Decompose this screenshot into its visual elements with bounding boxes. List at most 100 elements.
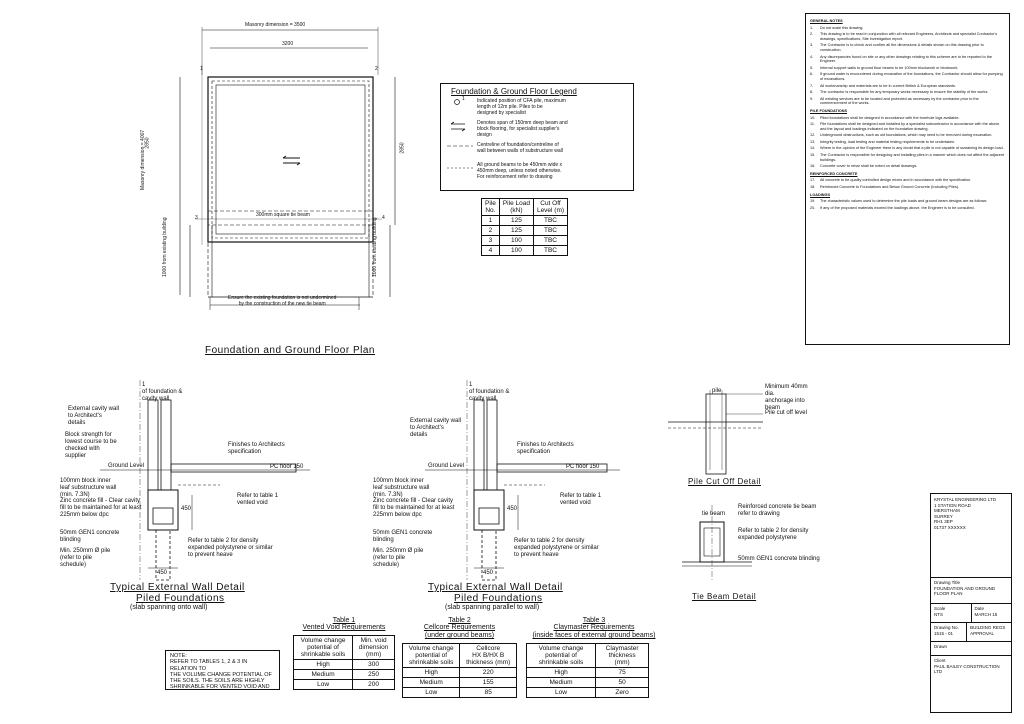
drawing-no-label: Drawing No.: [934, 625, 959, 630]
wl-refer2: Refer to table 2 for density expanded po…: [188, 538, 273, 558]
note-item: 10.Piled foundations shall be designed i…: [810, 115, 960, 120]
wl-finishes: Finishes to Architects specification: [228, 442, 285, 455]
wm-gen1: 50mm GEN1 concrete blinding: [373, 530, 433, 543]
note-item: 2.This drawing is to be read in conjunct…: [810, 32, 998, 41]
pile-cutoff-detail: pile Minimum 40mm dia. anchorage into be…: [668, 380, 808, 495]
table2-header-cellcore: Cellcore HX B/HX B thickness (mm): [459, 643, 517, 668]
legend-item-pile: Indicated position of CFA pile, maximum …: [477, 98, 566, 116]
table2-header-soil: Volume change potential of shrinkable so…: [401, 643, 461, 668]
pile-table-header-no: Pile No.: [481, 198, 500, 216]
wm-sub2: (slab spanning parallel to wall): [445, 604, 540, 611]
wm-fill: Zinc concrete fill - Clear cavity fill t…: [373, 498, 455, 518]
plan-title: Foundation and Ground Floor Plan: [205, 345, 375, 356]
cell: TBC: [532, 235, 569, 246]
client-label: Client: [934, 658, 946, 663]
table3-header-soil: Volume change potential of shrinkable so…: [525, 643, 597, 668]
pile-notes-heading: PILE FOUNDATIONS: [810, 108, 848, 113]
cell: Low: [525, 687, 597, 698]
tie-beam-label-1: Reinforced concrete tie beam refer to dr…: [738, 504, 817, 517]
tie-beam-title: Tie Beam Detail: [692, 592, 757, 601]
cell: Medium: [292, 669, 354, 680]
cell: 200: [352, 679, 395, 690]
wl-refer: Refer to table 1 vented void: [237, 493, 279, 506]
drawing-no-value: 1515 - 01: [934, 630, 954, 636]
table1-header-soil: Volume change potential of shrinkable so…: [292, 635, 354, 660]
cell: High: [401, 667, 461, 678]
cell: 100: [498, 235, 534, 246]
cell: High: [292, 659, 354, 670]
note-item: 7.All workmanship and materials are to b…: [810, 83, 956, 88]
note-item: 14.Where in the opinion of the Engineer …: [810, 146, 1004, 151]
cell: 220: [459, 667, 517, 678]
bottom-note: Ensure the existing foundation is not un…: [228, 295, 337, 307]
cell: 50: [595, 677, 650, 688]
plan-marker-3: 3: [195, 215, 198, 221]
pile-table-header-load: Pile Load (kN): [498, 198, 534, 216]
plan-marker-4: 4: [382, 215, 385, 221]
legend-marker: 1: [462, 96, 465, 102]
legend-title: Foundation & Ground Floor Legend: [451, 87, 577, 96]
wm-sub1: Piled Foundations: [454, 593, 543, 604]
note-item: 3.The Contractor is to check and confirm…: [810, 43, 984, 52]
note-item: 16.Concrete cover to rebar shall be note…: [810, 164, 918, 169]
pile-cutoff-title: Pile Cut Off Detail: [688, 477, 761, 486]
cell: Medium: [525, 677, 597, 688]
legend-item-span: Denotes span of 150mm deep beam and bloc…: [477, 120, 568, 138]
wl-d450a: 450: [181, 506, 192, 512]
cell: 1: [481, 215, 500, 226]
drawn-label: Drawn: [934, 644, 948, 649]
note-item: 1.Do not scale this drawing.: [810, 25, 864, 30]
drawing-title: FOUNDATION AND GROUND FLOOR PLAN: [934, 585, 996, 597]
tie-beam-label-3: 50mm GEN1 concrete blinding: [738, 556, 820, 562]
table1-block: Table 1 Vented Void Requirements Volume …: [292, 617, 395, 690]
wm-finishes: Finishes to Architects specification: [517, 442, 574, 455]
wm-d450a: 450: [507, 506, 518, 512]
cell: 155: [459, 677, 517, 688]
table1-subtitle: Vented Void Requirements: [302, 624, 386, 631]
cell: 75: [595, 667, 650, 678]
foundation-plan: Masonry dimension = 3500 3200 Masonry di…: [140, 15, 420, 365]
table3-block: Table 3 Claymaster Requirements (inside …: [524, 617, 664, 698]
note-item: 6.If ground water is encountered during …: [810, 72, 1003, 81]
wm-cavity: External cavity wall to Architect's deta…: [410, 418, 462, 438]
wm-pc: PC floor 150: [566, 464, 600, 470]
rc-notes-heading: REINFORCED CONCRETE: [810, 171, 858, 176]
scale-label: Scale: [934, 606, 946, 611]
pile-table: Pile No. Pile Load (kN) Cut Off Level (m…: [481, 198, 569, 256]
general-notes: GENERAL NOTES 1.Do not scale this drawin…: [805, 13, 1010, 345]
table2-subtitle: Cellcore Requirements (under ground beam…: [423, 624, 496, 639]
wm-inner: 100mm block inner leaf substructure wall…: [373, 478, 430, 498]
tie-beam-drawing: [682, 505, 752, 580]
table3-subtitle: Claymaster Requirements (inside faces of…: [532, 624, 656, 639]
legend-item-beams: All ground beams to be 450mm wide x 450m…: [477, 162, 563, 180]
note-item: 11.Pile foundations shall be designed an…: [810, 122, 1000, 131]
cell: 100: [498, 245, 534, 256]
cell: 4: [481, 245, 500, 256]
table2: Volume change potential of shrinkable so…: [401, 643, 517, 698]
table3-header-claymaster: Claymaster thickness (mm): [595, 643, 650, 668]
tie-beam-mark: tie beam: [702, 511, 726, 517]
wm-ground: Ground Level: [428, 463, 465, 469]
note-item: 5.Internal support walls to ground floor…: [810, 65, 959, 70]
wm-title: Typical External Wall Detail: [428, 582, 563, 593]
wl-fill: Zinc concrete fill - Clear cavity fill t…: [60, 498, 142, 518]
wl-gen1: 50mm GEN1 concrete blinding: [60, 530, 120, 543]
cell: Low: [292, 679, 354, 690]
wl-pc: PC floor 150: [270, 464, 304, 470]
note-item: 13.Integrity testing, load testing and m…: [810, 139, 956, 144]
cell: 85: [459, 687, 517, 698]
note-item: 15.The Contractor is responsible for des…: [810, 153, 1004, 162]
cell: 300: [352, 659, 395, 670]
tie-beam-label-2: Refer to table 2 for density expanded po…: [738, 528, 809, 541]
note-item: 18.Reinforced Concrete to Foundations an…: [810, 185, 960, 190]
wl-ground: Ground Level: [108, 463, 145, 469]
wl-sub1: Piled Foundations: [136, 593, 225, 604]
cell: Medium: [401, 677, 461, 688]
